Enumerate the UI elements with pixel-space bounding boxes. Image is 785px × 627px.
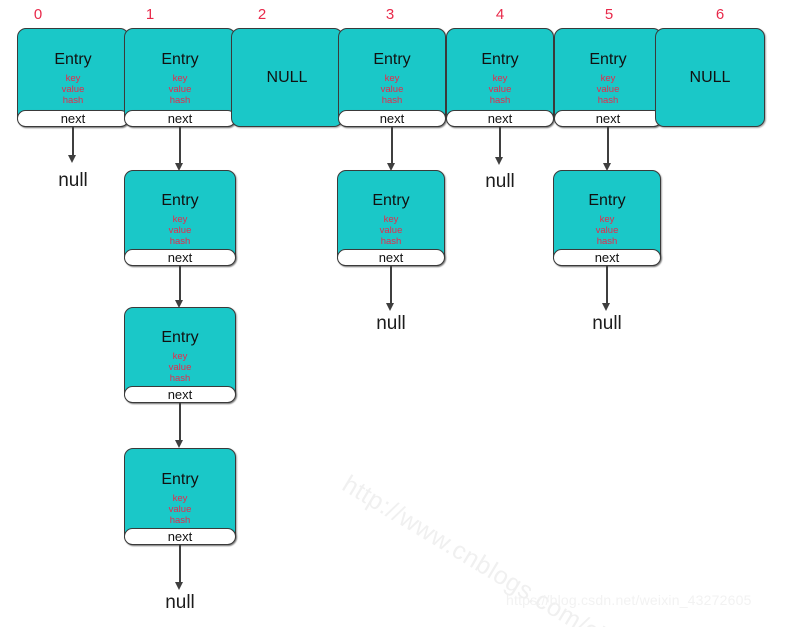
bucket-1-chain-node-1[interactable]: Entry key value hash next [124,170,236,266]
entry-value: value [380,84,404,95]
null-terminal-bucket-4: null [485,171,515,192]
entry-hash: hash [169,95,191,106]
entry-value: value [61,84,85,95]
entry-title: Entry [161,329,199,346]
bucket-2-null-node[interactable]: NULL [231,28,343,127]
entry-next-field[interactable]: next [338,110,446,127]
entry-next-field[interactable]: next [124,386,236,403]
entry-title: Entry [373,51,411,68]
index-label-6: 6 [715,6,725,23]
index-label-3: 3 [385,6,395,23]
bucket-6-null-node[interactable]: NULL [655,28,765,127]
entry-value: value [596,84,620,95]
entry-hash: hash [169,515,191,526]
bucket-4-entry-node[interactable]: Entry key value hash next [446,28,554,127]
bucket-0-entry-node[interactable]: Entry key value hash next [17,28,129,127]
bucket-1-chain-node-3[interactable]: Entry key value hash next [124,448,236,545]
entry-value: value [488,84,512,95]
entry-title: Entry [54,51,92,68]
entry-next-field[interactable]: next [554,110,662,127]
entry-next-field[interactable]: next [337,249,445,266]
bucket-3-entry-node[interactable]: Entry key value hash next [338,28,446,127]
entry-hash: hash [169,236,191,247]
entry-next-field[interactable]: next [17,110,129,127]
entry-key: key [172,493,188,504]
entry-key: key [384,73,400,84]
null-terminal-bucket-1: null [165,592,195,613]
entry-hash: hash [380,236,402,247]
entry-hash: hash [489,95,511,106]
entry-value: value [168,84,192,95]
bucket-3-chain-node-1[interactable]: Entry key value hash next [337,170,445,266]
entry-title: Entry [589,51,627,68]
entry-hash: hash [381,95,403,106]
bucket-1-entry-node[interactable]: Entry key value hash next [124,28,236,127]
entry-value: value [595,225,619,236]
entry-next-field[interactable]: next [124,249,236,266]
entry-title: Entry [481,51,519,68]
index-label-5: 5 [604,6,614,23]
bucket-1-chain-node-2[interactable]: Entry key value hash next [124,307,236,403]
entry-title: Entry [588,192,626,209]
entry-hash: hash [597,95,619,106]
null-terminal-bucket-5: null [592,313,622,334]
bucket-5-chain-node-1[interactable]: Entry key value hash next [553,170,661,266]
entry-hash: hash [62,95,84,106]
bucket-5-entry-node[interactable]: Entry key value hash next [554,28,662,127]
entry-key: key [172,351,188,362]
null-terminal-bucket-0: null [58,170,88,191]
entry-value: value [168,504,192,515]
entry-value: value [168,362,192,373]
entry-title: Entry [161,192,199,209]
entry-hash: hash [169,373,191,384]
index-label-2: 2 [257,6,267,23]
entry-key: key [383,214,399,225]
entry-key: key [172,73,188,84]
entry-next-field[interactable]: next [124,528,236,545]
null-bucket-label: NULL [689,68,731,86]
null-terminal-bucket-3: null [376,313,406,334]
entry-hash: hash [596,236,618,247]
entry-value: value [168,225,192,236]
watermark-csdn: https://blog.csdn.net/weixin_43272605 [506,592,752,608]
entry-title: Entry [161,51,199,68]
entry-key: key [600,73,616,84]
entry-next-field[interactable]: next [553,249,661,266]
entry-key: key [65,73,81,84]
index-label-4: 4 [495,6,505,23]
null-bucket-label: NULL [266,68,308,86]
entry-next-field[interactable]: next [124,110,236,127]
index-label-1: 1 [145,6,155,23]
entry-next-field[interactable]: next [446,110,554,127]
entry-key: key [599,214,615,225]
entry-key: key [172,214,188,225]
entry-title: Entry [372,192,410,209]
entry-title: Entry [161,471,199,488]
entry-value: value [379,225,403,236]
watermark-cnblogs: http://www.cnblogs.com/chengxiao/ [337,470,701,627]
entry-key: key [492,73,508,84]
index-label-0: 0 [33,6,43,23]
